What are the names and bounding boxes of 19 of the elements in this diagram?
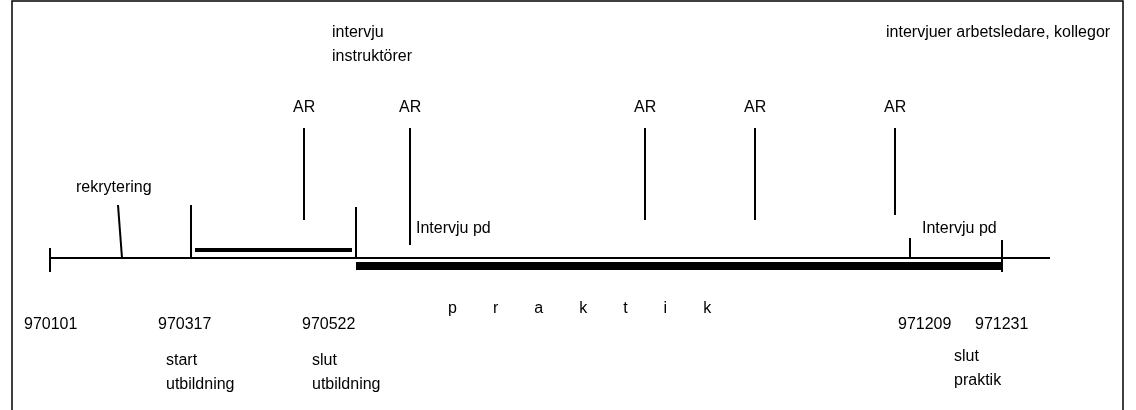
event-label: rekrytering: [76, 177, 152, 197]
event-label: start utbildning: [166, 350, 236, 394]
marker-label: AR: [744, 97, 767, 117]
date-label: 971231: [975, 314, 1029, 334]
note-text: intervjuer arbetsledare, kollegor: [886, 22, 1112, 42]
date-label: 970522: [302, 314, 356, 334]
marker-label: AR: [399, 97, 422, 117]
note-text: intervju instruktörer: [332, 22, 414, 66]
event-label: Intervju pd: [922, 218, 997, 238]
date-label: 970101: [24, 314, 78, 334]
marker-label: AR: [884, 97, 907, 117]
marker-label: AR: [634, 97, 657, 117]
date-label: 971209: [898, 314, 952, 334]
marker-label: AR: [293, 97, 316, 117]
event-label: slut praktik: [954, 346, 1003, 390]
date-label: 970317: [158, 314, 212, 334]
event-label: Intervju pd: [416, 218, 491, 238]
event-label: slut utbildning: [312, 350, 382, 394]
phase-label: praktik: [448, 298, 748, 318]
